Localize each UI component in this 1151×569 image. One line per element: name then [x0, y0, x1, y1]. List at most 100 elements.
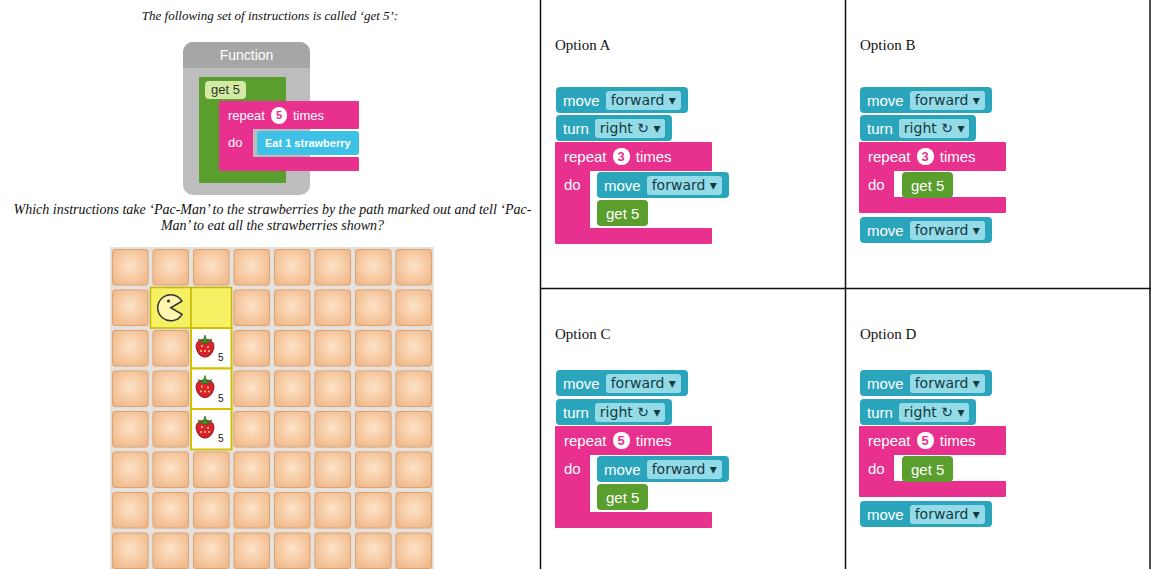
do-row: do	[564, 454, 581, 482]
do-row: do	[228, 128, 242, 156]
do-row: do	[868, 454, 885, 482]
pacman-cell	[151, 288, 192, 329]
repeat-header: repeat 5 times	[868, 427, 976, 454]
panel-border	[845, 0, 847, 569]
panel-border	[540, 288, 1151, 290]
repeat-block: repeat5times do Eat 1 strawberry	[220, 102, 358, 170]
option-heading-row: Option B	[860, 36, 915, 54]
option-heading: Option D	[860, 326, 916, 342]
command-block: moveforward ▾	[556, 370, 688, 396]
dropdown-field: right ↻ ▾	[899, 119, 970, 138]
command-keyword: turn	[867, 404, 893, 421]
dropdown-field: right ↻ ▾	[595, 119, 666, 138]
repeat-header: repeat 5 times	[564, 427, 672, 454]
repeat-keyword: repeat	[228, 108, 265, 123]
function-container: Functionget 5repeat5timesdoEat 1 strawbe…	[183, 42, 310, 195]
command-block: move forward ▾	[860, 217, 992, 243]
command-block: move forward ▾	[597, 172, 729, 198]
dropdown-field: forward ▾	[647, 460, 722, 479]
repeat-keyword: times	[293, 108, 324, 123]
option-heading: Option C	[555, 326, 610, 342]
dropdown-field: forward ▾	[647, 176, 722, 195]
do-row: do	[564, 170, 581, 198]
strawberry-cell	[191, 328, 232, 369]
get5-call-block: get 5	[597, 484, 648, 510]
strawberry-cell	[191, 369, 232, 410]
repeat-header: repeat 3 times	[868, 143, 976, 170]
option-heading-row: Option A	[555, 36, 610, 54]
repeat-count: 5	[613, 432, 630, 449]
dropdown-field: forward ▾	[910, 91, 985, 110]
repeat-count: 3	[613, 148, 630, 165]
command-keyword: move	[867, 222, 904, 239]
command-block: turn right ↻ ▾	[860, 115, 976, 141]
repeat-keyword: repeat	[868, 432, 911, 449]
command-block: moveforward ▾	[556, 87, 688, 113]
dropdown-field: forward ▾	[606, 91, 681, 110]
repeat-keyword: repeat	[868, 148, 911, 165]
command-block: move forward ▾	[597, 456, 729, 482]
repeat-keyword: repeat	[564, 432, 607, 449]
function-call-text: get 5	[606, 489, 639, 506]
dropdown-field: right ↻ ▾	[595, 403, 666, 422]
repeat-keyword: times	[636, 432, 672, 449]
option-panel: Option C move forward ▾ turn right ↻ ▾ repeat…	[541, 289, 845, 569]
definition-header: get 5	[205, 81, 246, 99]
repeat-count: 5	[917, 432, 934, 449]
repeat-keyword: times	[636, 148, 672, 165]
pacman	[158, 295, 182, 321]
command-block: turnright ↻ ▾	[860, 399, 976, 425]
function-call-text: get 5	[911, 177, 944, 194]
option-panel: Option B move forward ▾ turn right ↻ ▾ repeat…	[846, 0, 1150, 288]
action-text: Eat 1 strawberry	[265, 137, 351, 149]
dropdown-field: forward ▾	[910, 505, 985, 524]
command-keyword: turn	[867, 120, 893, 137]
repeat-block: repeat5timesdomoveforward ▾get 5	[556, 427, 711, 527]
command-keyword: move	[604, 461, 641, 478]
repeat-header: repeat5times	[228, 102, 324, 128]
strawberry	[196, 335, 214, 357]
function-heading: Function	[220, 47, 274, 63]
get5-call-block: get 5	[597, 200, 648, 226]
command-block: move forward ▾	[860, 87, 992, 113]
function-call-text: get 5	[911, 461, 944, 478]
option-heading: Option B	[860, 37, 915, 53]
get5-call-block: get 5	[902, 172, 953, 198]
repeat-block: repeat 5 times do get 5	[860, 427, 1005, 496]
repeat-block: repeat3timesdomoveforward ▾get 5	[556, 143, 711, 243]
command-keyword: move	[604, 177, 641, 194]
repeat-keyword: times	[940, 148, 976, 165]
question-text: Which instructions take ‘Pac-Man’ to the…	[10, 202, 535, 234]
c-block-outline	[860, 427, 1005, 496]
command-keyword: move	[867, 92, 904, 109]
option-heading-row: Option D	[860, 325, 916, 343]
command-block: turn right ↻ ▾	[556, 115, 672, 141]
get5-call-block: get 5	[902, 456, 953, 482]
strawberry-count: 5	[218, 433, 224, 444]
do-keyword: do	[868, 460, 885, 477]
panel-border	[540, 0, 542, 569]
command-keyword: turn	[563, 404, 589, 421]
panel-border	[1149, 0, 1151, 569]
function-header: Function	[183, 42, 310, 68]
dropdown-field: forward ▾	[910, 221, 985, 240]
option-heading-row: Option C	[555, 325, 610, 343]
do-row: do	[868, 170, 885, 198]
instruction-text: The following set of instructions is cal…	[0, 8, 540, 23]
repeat-count: 3	[917, 148, 934, 165]
strawberry-cell	[191, 409, 232, 450]
command-block: moveforward ▾	[860, 370, 992, 396]
repeat-header: repeat3times	[564, 143, 672, 170]
do-keyword: do	[228, 135, 242, 150]
command-keyword: turn	[563, 120, 589, 137]
option-panel: Option Dmoveforward ▾turnright ↻ ▾repeat…	[846, 289, 1150, 569]
function-definition-block: get 5repeat5timesdoEat 1 strawberry	[200, 78, 285, 182]
do-keyword: do	[564, 176, 581, 193]
option-heading: Option A	[555, 37, 610, 53]
repeat-keyword: times	[940, 432, 976, 449]
dropdown-field: forward ▾	[910, 374, 985, 393]
dropdown-field: forward ▾	[606, 374, 681, 393]
function-call-text: get 5	[606, 205, 639, 222]
do-keyword: do	[564, 460, 581, 477]
strawberry	[196, 416, 214, 438]
